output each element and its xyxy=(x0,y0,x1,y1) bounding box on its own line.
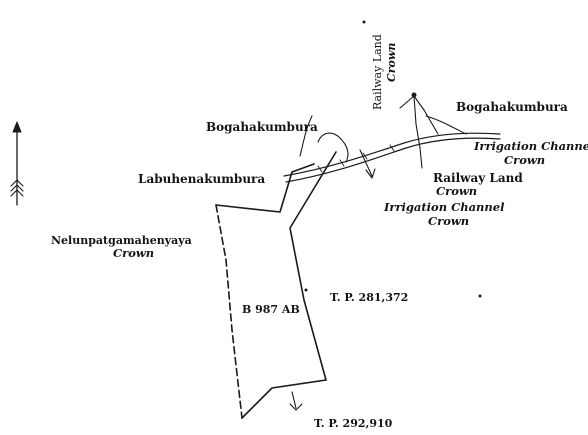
label-lot-number: B 987 AB xyxy=(242,303,300,316)
railway-line xyxy=(283,132,501,183)
label-irrigation-channel-right: Irrigation Channel xyxy=(474,139,588,153)
channel-and-branches xyxy=(299,20,482,298)
label-crown-irrigation-right: Crown xyxy=(504,153,546,167)
label-bogahakumbura-left: Bogahakumbura xyxy=(206,120,318,134)
north-arrow-icon xyxy=(10,121,24,206)
label-railway-land-vertical: Railway Land xyxy=(371,34,384,110)
label-nelunpatgamahenyaya: Nelunpatgamahenyaya xyxy=(51,234,192,247)
label-labuhenakumbura: Labuhenakumbura xyxy=(138,172,266,186)
label-crown-nelun: Crown xyxy=(113,246,155,260)
label-irrigation-channel-lower: Irrigation Channel xyxy=(384,200,505,214)
lot-boundary xyxy=(215,151,337,419)
label-crown-railway-lower: Crown xyxy=(436,184,478,198)
label-bogahakumbura-right: Bogahakumbura xyxy=(456,100,568,114)
label-tp-281372: T. P. 281,372 xyxy=(330,291,409,304)
label-crown-irrigation-lower: Crown xyxy=(428,214,470,228)
label-crown-vertical: Crown xyxy=(385,42,398,82)
label-tp-292910: T. P. 292,910 xyxy=(314,417,393,430)
label-railway-land-lower: Railway Land xyxy=(433,171,523,185)
